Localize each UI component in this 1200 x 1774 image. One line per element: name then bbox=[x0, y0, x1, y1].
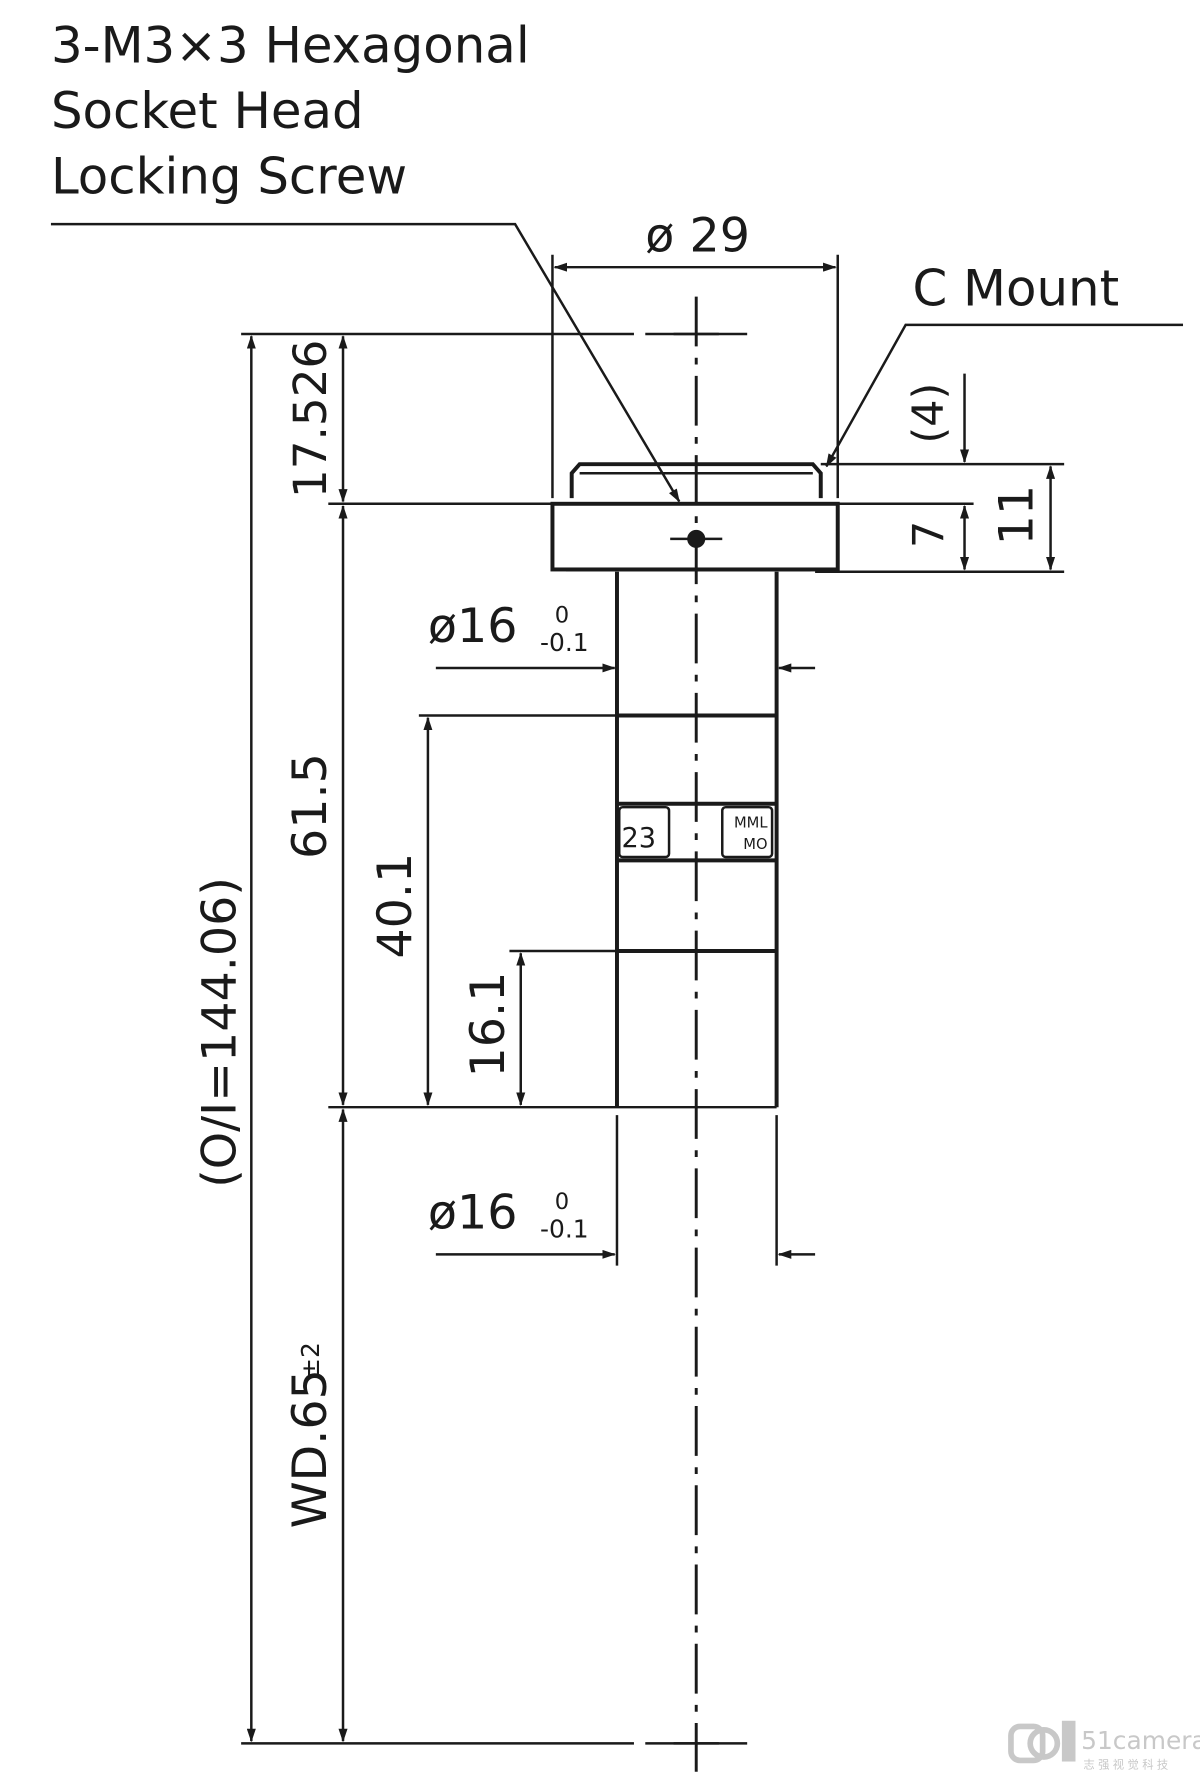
mount-diameter-label: ø 29 bbox=[645, 208, 750, 263]
lens-tube bbox=[615, 571, 779, 1266]
dim-4: (4) bbox=[904, 383, 954, 444]
dim-working-distance: WD.65 bbox=[283, 1369, 338, 1528]
dim-total-oi: (O/I=144.06) bbox=[192, 877, 247, 1188]
model-label-2: MO bbox=[743, 836, 767, 853]
magnification-label: 23 bbox=[622, 823, 657, 854]
watermark-subtitle: 志强视觉科技 bbox=[1083, 1757, 1171, 1771]
dim-61-5: 61.5 bbox=[283, 753, 338, 859]
tube-tol2-lower: -0.1 bbox=[540, 1214, 589, 1243]
c-mount-flange bbox=[550, 462, 840, 572]
dim-7: 7 bbox=[904, 521, 954, 548]
watermark-logo: 51camera 志强视觉科技 bbox=[1008, 1720, 1200, 1771]
tube-tol-lower: -0.1 bbox=[540, 628, 589, 657]
dim-wd-tolerance: ±2 bbox=[296, 1342, 325, 1379]
dim-40-1: 40.1 bbox=[368, 853, 423, 959]
model-label-1: MML bbox=[734, 815, 768, 832]
dim-16-1: 16.1 bbox=[461, 972, 516, 1078]
tube-diameter-upper: ø16 bbox=[428, 599, 518, 654]
tube-tol-upper: 0 bbox=[555, 603, 569, 629]
dim-17-526: 17.526 bbox=[284, 340, 337, 498]
screw-label-line1: 3-M3×3 Hexagonal bbox=[51, 16, 530, 74]
watermark-brand: 51camera bbox=[1081, 1726, 1200, 1755]
c-mount-label: C Mount bbox=[912, 260, 1119, 318]
screw-label-line2: Socket Head bbox=[51, 82, 364, 140]
screw-label-line3: Locking Screw bbox=[51, 148, 407, 206]
tube-diameter-lower: ø16 bbox=[428, 1185, 518, 1240]
tube-tol2-upper: 0 bbox=[555, 1189, 569, 1215]
dim-11: 11 bbox=[989, 485, 1044, 545]
